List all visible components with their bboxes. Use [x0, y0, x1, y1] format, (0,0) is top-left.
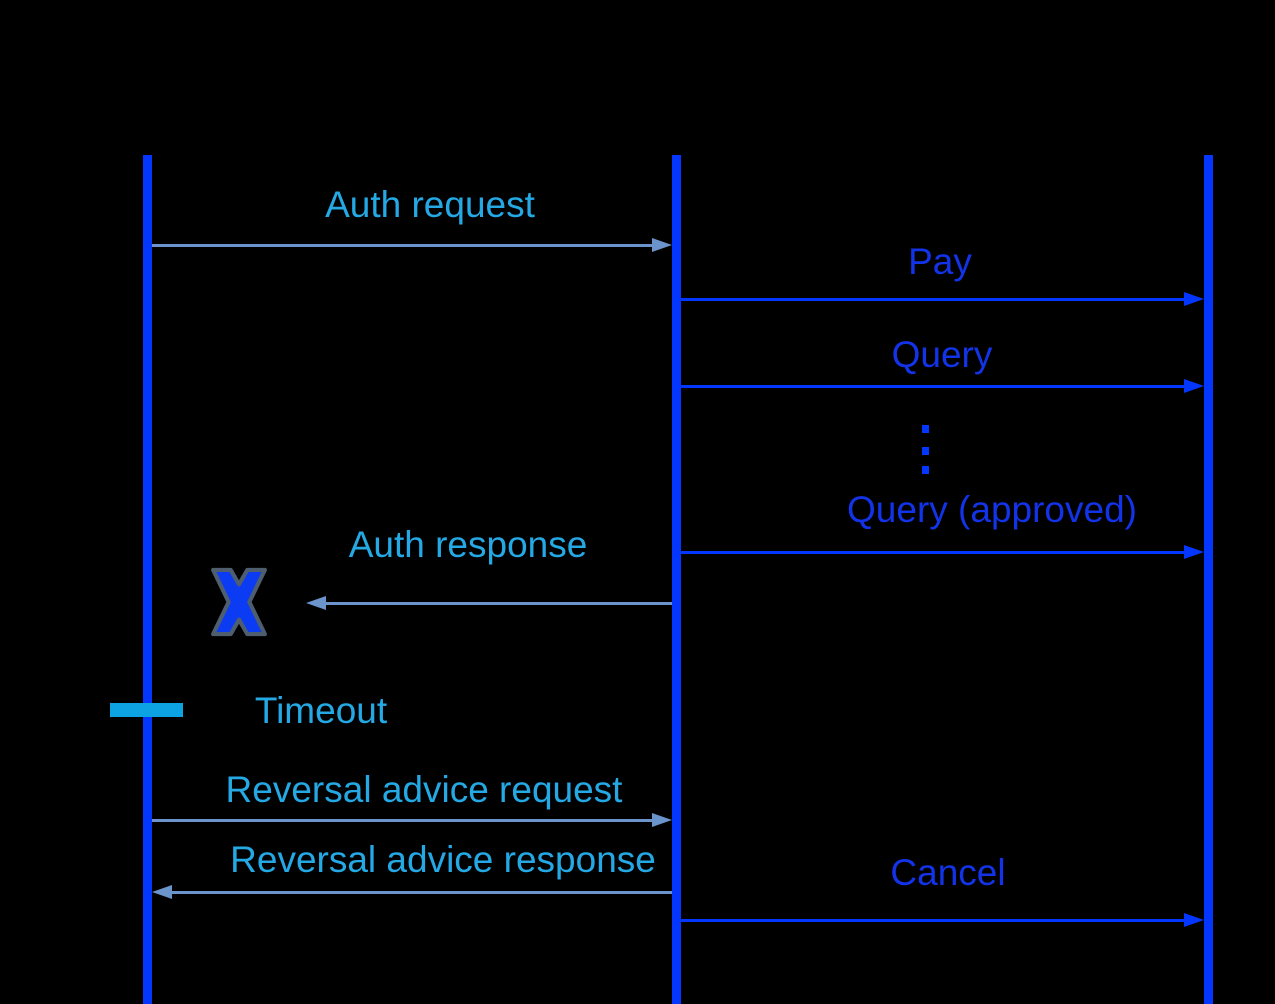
query-arrow-line	[681, 385, 1184, 388]
query-approved-label: Query (approved)	[847, 489, 1137, 530]
query-approved-arrow-line	[681, 551, 1184, 554]
auth-request-arrowhead-icon	[652, 238, 672, 252]
query-approved-arrowhead-icon	[1184, 545, 1204, 559]
cancel-arrowhead-icon	[1184, 913, 1204, 927]
auth-response-label: Auth response	[348, 524, 588, 565]
reversal-advice-request-arrowhead-icon	[652, 813, 672, 827]
query-arrowhead-icon	[1184, 379, 1204, 393]
timeout-tick-marker	[110, 703, 183, 717]
auth-request-arrow-line	[152, 244, 652, 247]
pay-arrowhead-icon	[1184, 292, 1204, 306]
reversal-advice-request-label: Reversal advice request	[225, 769, 623, 810]
auth-request-label: Auth request	[325, 184, 535, 225]
cancel-label: Cancel	[890, 852, 1006, 893]
right-lifeline	[1204, 155, 1213, 1004]
middle-lifeline	[672, 155, 681, 1004]
pay-label: Pay	[908, 241, 972, 282]
auth-response-arrow-line	[326, 602, 672, 605]
reversal-advice-response-arrow-line	[172, 891, 672, 894]
reversal-advice-request-arrow-line	[152, 819, 652, 822]
timeout-label: Timeout	[254, 690, 388, 731]
lost-message-x-icon	[211, 567, 267, 637]
query-label: Query	[891, 334, 993, 375]
cancel-arrow-line	[681, 919, 1184, 922]
pay-arrow-line	[681, 298, 1184, 301]
auth-response-arrowhead-icon	[306, 596, 326, 610]
left-lifeline	[143, 155, 152, 1004]
reversal-advice-response-label: Reversal advice response	[230, 839, 656, 880]
reversal-advice-response-arrowhead-icon	[152, 885, 172, 899]
